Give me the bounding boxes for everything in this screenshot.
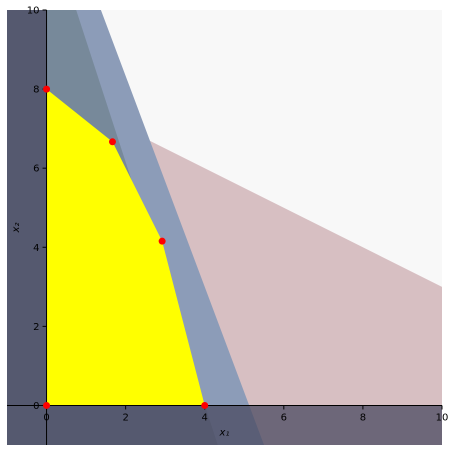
vertex-point (201, 401, 209, 409)
vertex-point (43, 85, 51, 93)
vertex-point (43, 401, 51, 409)
y-tick-label: 2 (33, 322, 39, 333)
negative-x-overlay (7, 10, 47, 445)
negative-y-overlay (46, 405, 442, 445)
vertex-point (158, 237, 166, 245)
y-tick-label: 10 (27, 6, 40, 17)
vertex-points (43, 85, 209, 409)
tick-labels: 0 2 4 6 8 10 0 2 4 6 8 10 (27, 6, 449, 424)
y-tick-label: 0 (33, 401, 39, 412)
x-tick-label: 6 (281, 412, 287, 423)
vertex-point (108, 138, 116, 146)
x-axis-label: x₁ (219, 427, 230, 438)
x-tick-label: 4 (202, 412, 208, 423)
constraint-regions (7, 10, 442, 445)
x-tick-label: 2 (122, 412, 128, 423)
x-tick-label: 10 (436, 412, 449, 423)
x-tick-label: 8 (360, 412, 366, 423)
x-tick-label: 0 (43, 412, 49, 423)
y-tick-label: 8 (33, 85, 39, 96)
y-tick-label: 6 (33, 164, 39, 175)
y-tick-label: 4 (33, 243, 39, 254)
region-4 (46, 89, 205, 406)
y-axis-label: x₂ (11, 223, 22, 234)
